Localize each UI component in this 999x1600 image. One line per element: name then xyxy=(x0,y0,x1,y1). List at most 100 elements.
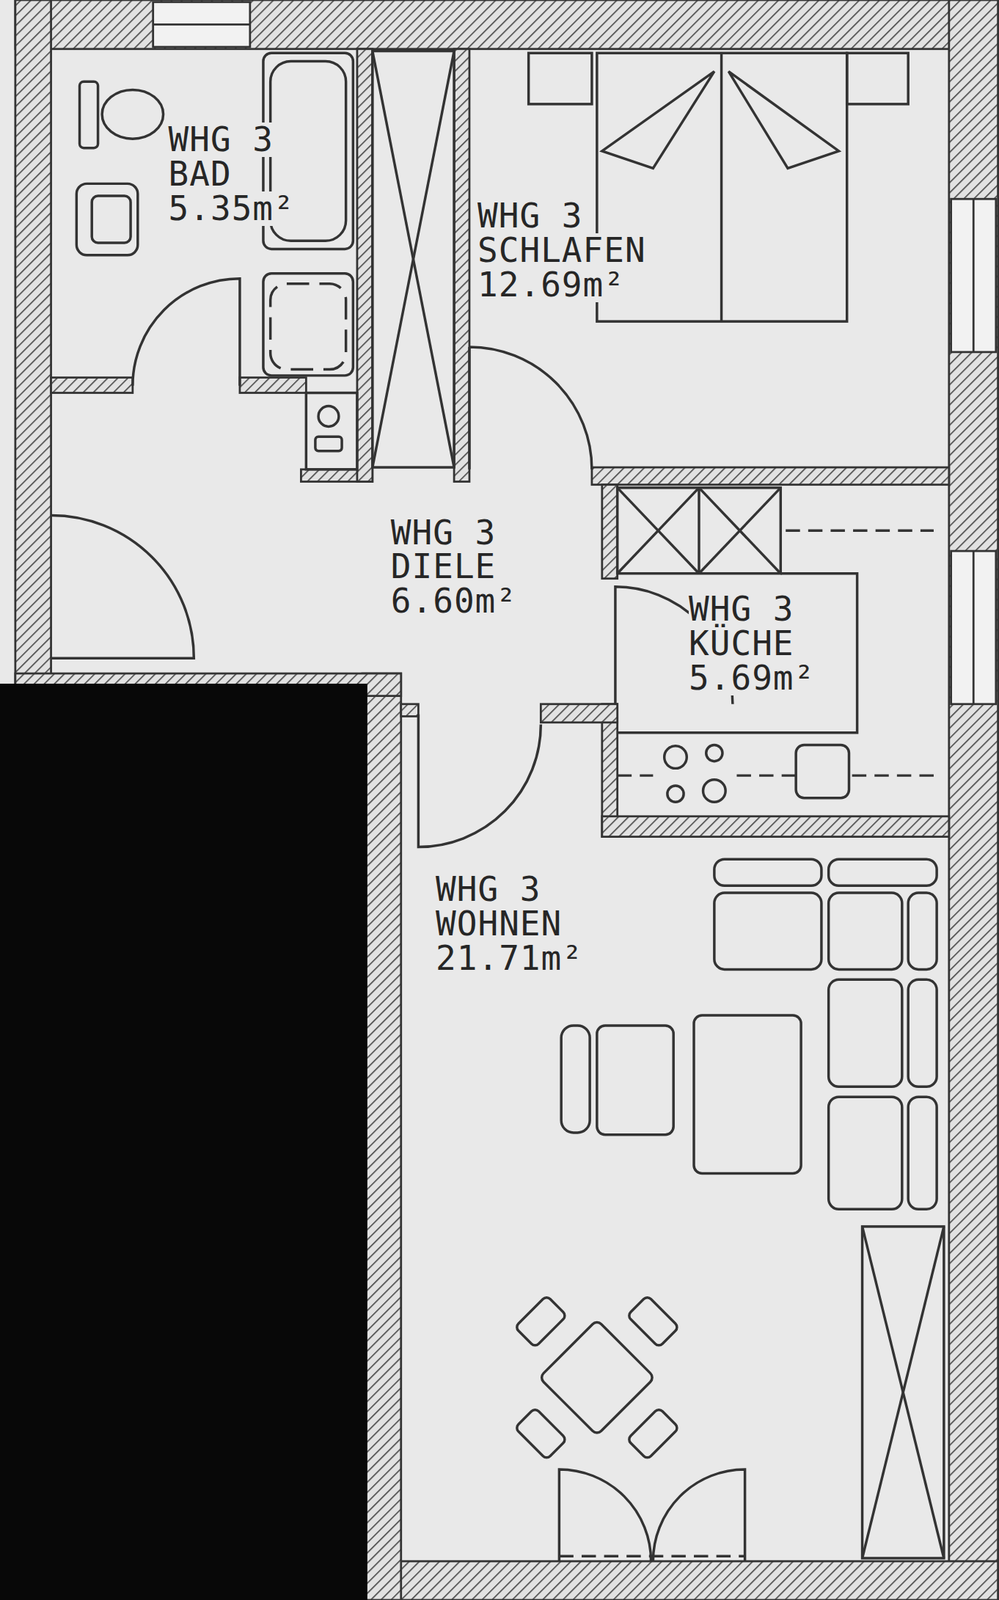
room-text: 6.60m² xyxy=(390,583,518,619)
wall xyxy=(362,1560,999,1600)
window xyxy=(972,550,975,705)
window xyxy=(153,2,251,47)
window xyxy=(951,198,997,353)
room-text: DIELE xyxy=(390,549,496,584)
wall xyxy=(357,49,373,482)
bath-fixture xyxy=(79,81,99,148)
door-swing xyxy=(558,1554,745,1557)
room-text: 12.69m² xyxy=(477,267,625,303)
room-text: WHG 3 xyxy=(435,872,541,907)
living-furniture xyxy=(693,1015,801,1174)
bath-fixture xyxy=(76,183,138,255)
bed xyxy=(597,52,848,322)
room-text: WHG 3 xyxy=(390,515,496,551)
wall xyxy=(239,377,306,394)
living-furniture xyxy=(828,858,937,886)
door-swing xyxy=(469,346,592,470)
room-text: 21.71m² xyxy=(435,941,584,976)
redacted-area xyxy=(0,683,368,1600)
room-label: WHG 3WOHNEN21.71m² xyxy=(432,869,587,979)
kitchen-fixture xyxy=(617,487,700,574)
wardrobe xyxy=(372,51,455,468)
wardrobe xyxy=(862,1226,944,1558)
window xyxy=(153,23,251,26)
window xyxy=(153,2,997,705)
kitchen-fixture xyxy=(617,487,700,574)
living-furniture xyxy=(539,1319,655,1435)
living-furniture xyxy=(828,892,903,969)
wall xyxy=(949,0,999,1600)
bed xyxy=(847,52,909,105)
door-swing xyxy=(418,714,541,848)
door-swing xyxy=(132,278,240,386)
window xyxy=(951,550,997,705)
bed xyxy=(528,52,592,105)
room-text: BAD xyxy=(168,156,232,192)
wardrobe xyxy=(372,51,455,468)
kitchen-fixture xyxy=(667,785,684,802)
bed xyxy=(728,71,839,168)
room-text: WOHNEN xyxy=(435,906,562,942)
bath-fixture xyxy=(270,283,347,370)
room-label: WHG 3BAD5.35m² xyxy=(165,119,299,229)
wardrobe xyxy=(372,51,455,468)
door-swing xyxy=(652,1469,745,1561)
living-furniture xyxy=(828,1096,903,1209)
living-furniture xyxy=(714,892,822,969)
bath-fixture xyxy=(101,89,163,139)
kitchen-fixture xyxy=(617,487,782,574)
wall xyxy=(602,816,950,837)
wall xyxy=(591,467,950,485)
living-furniture xyxy=(597,1025,674,1135)
wall xyxy=(51,377,133,394)
living-furniture xyxy=(514,1407,567,1460)
room-label: WHG 3KÜCHE5.69m² xyxy=(685,588,819,699)
room-text: SCHLAFEN xyxy=(477,233,647,268)
living-furniture xyxy=(908,1096,937,1209)
door-swing xyxy=(51,514,195,658)
living-furniture xyxy=(714,858,822,886)
room-text: 5.35m² xyxy=(168,191,295,226)
kitchen-fixture xyxy=(699,487,781,574)
bed xyxy=(602,71,715,168)
bath-fixture xyxy=(263,273,353,376)
wardrobe xyxy=(862,1226,944,1558)
wall xyxy=(15,0,999,50)
bath-fixture xyxy=(76,52,358,470)
kitchen-fixture xyxy=(795,744,849,798)
bath-fixture xyxy=(305,393,358,470)
wardrobe xyxy=(372,51,944,1558)
room-label: WHG 3SCHLAFEN12.69m² xyxy=(474,195,650,306)
wall xyxy=(362,673,402,1600)
kitchen-fixture xyxy=(785,529,934,532)
wall xyxy=(540,704,617,723)
wardrobe xyxy=(862,1226,944,1558)
room-label: WHG 3DIELE6.60m² xyxy=(388,512,521,622)
living-furniture xyxy=(828,979,903,1087)
kitchen-fixture xyxy=(617,573,858,733)
room-text: WHG 3 xyxy=(477,198,583,234)
living-furniture xyxy=(514,1295,567,1348)
kitchen-fixture xyxy=(664,745,688,769)
kitchen-fixture xyxy=(706,744,723,761)
window xyxy=(972,198,975,353)
kitchen-fixture xyxy=(697,487,700,574)
kitchen-fixture xyxy=(703,779,727,803)
door-swing xyxy=(558,1469,651,1561)
bed xyxy=(720,52,723,322)
room-text: WHG 3 xyxy=(688,591,794,627)
kitchen-fixture xyxy=(617,487,934,802)
bath-fixture xyxy=(315,436,342,451)
room-text: KÜCHE xyxy=(688,626,794,661)
bath-fixture xyxy=(91,195,131,243)
room-text: 5.69m² xyxy=(688,660,815,696)
living-furniture xyxy=(627,1295,680,1348)
bath-fixture xyxy=(318,406,339,427)
room-text: WHG 3 xyxy=(168,122,274,157)
wall xyxy=(454,49,470,482)
living-furniture xyxy=(908,892,937,969)
wall xyxy=(15,0,52,684)
living-furniture xyxy=(627,1407,680,1460)
